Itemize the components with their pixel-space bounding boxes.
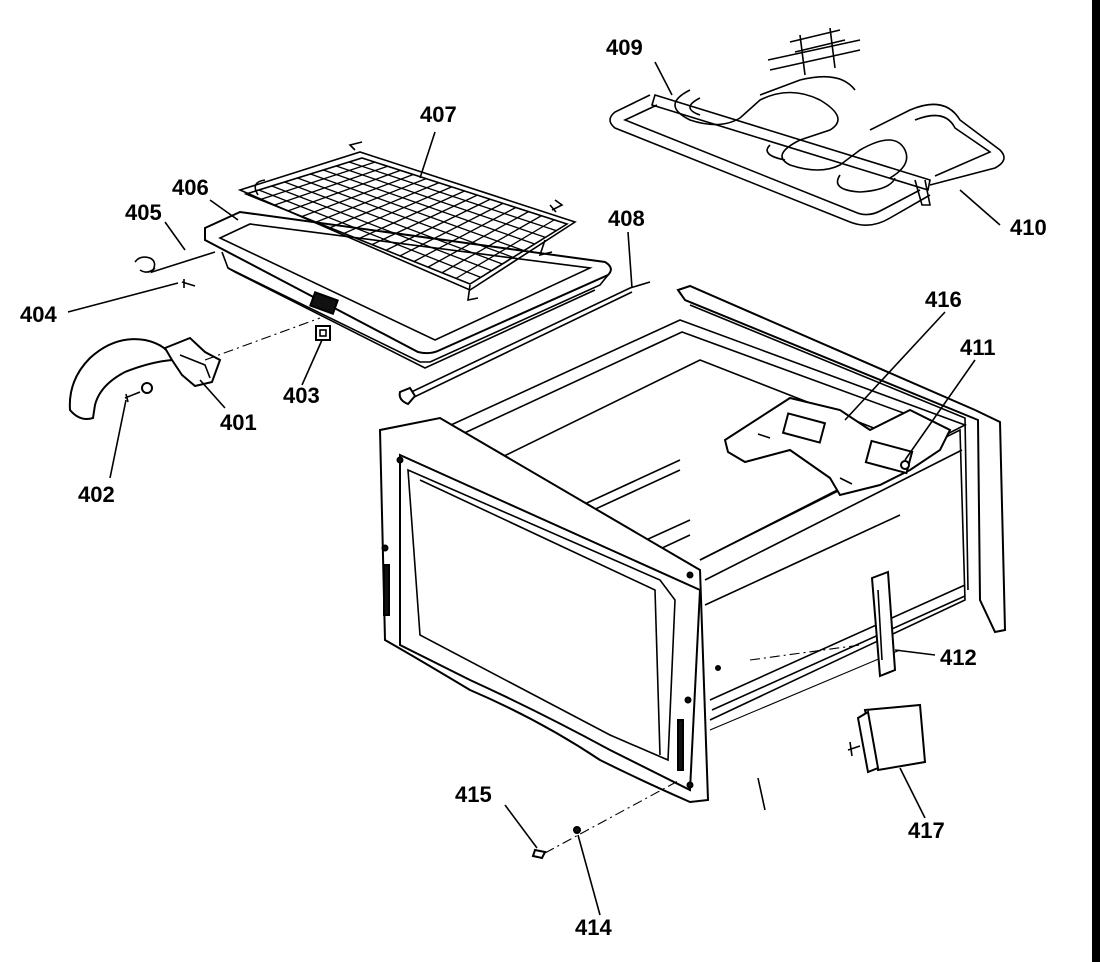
broil-rack: [237, 141, 577, 302]
broil-element: [609, 27, 1005, 226]
right-border: [1092, 0, 1100, 962]
rack-wire: [323, 169, 535, 245]
label-416: 416: [925, 287, 962, 312]
label-409: 409: [606, 35, 643, 60]
rack-wire: [427, 211, 529, 268]
leader-lines: [67, 61, 1001, 916]
rack-wire: [336, 165, 546, 238]
rack-wire: [441, 215, 542, 274]
broil-pan: [204, 210, 612, 369]
rack-wire: [399, 202, 504, 257]
label-403: 403: [283, 383, 320, 408]
rack-wire: [301, 173, 414, 218]
hinge-bracket: [870, 570, 897, 678]
label-414: 414: [575, 915, 612, 940]
rack-wire: [310, 173, 525, 252]
rack-wire: [343, 186, 452, 234]
label-402: 402: [78, 482, 115, 507]
label-415: 415: [455, 782, 492, 807]
oven-cavity: [378, 284, 1007, 811]
label-412: 412: [940, 645, 977, 670]
label-411: 411: [960, 335, 996, 360]
bottom-screws: [531, 644, 861, 860]
rack-wire: [385, 198, 491, 251]
rack-wire: [329, 182, 440, 229]
rack-wire: [315, 178, 427, 223]
rack-wire: [371, 194, 478, 246]
label-408: 408: [608, 206, 645, 231]
rack-wire: [455, 219, 555, 279]
rack-wire: [297, 177, 514, 258]
label-405: 405: [125, 200, 162, 225]
label-404: 404: [20, 302, 57, 327]
rack-wire: [413, 206, 517, 263]
door-switch: [847, 703, 927, 774]
rack-wire: [348, 161, 557, 232]
rack-wire: [287, 169, 401, 212]
rack-wire: [273, 165, 388, 206]
label-407: 407: [420, 102, 457, 127]
rack-wire: [259, 161, 376, 201]
label-401: 401: [220, 410, 257, 435]
oven-sensor: [398, 281, 651, 406]
rack-wire: [284, 181, 503, 265]
rack-wire: [258, 189, 482, 278]
label-410: 410: [1010, 215, 1047, 240]
part-labels: 409 410 407 406 405 404 408 401 403 402 …: [20, 35, 1047, 940]
rack-wire: [271, 185, 492, 272]
label-417: 417: [908, 818, 945, 843]
rack-wire: [357, 190, 465, 240]
top-bracket: [723, 396, 952, 497]
label-406: 406: [172, 175, 209, 200]
small-parts-left: [68, 251, 331, 420]
